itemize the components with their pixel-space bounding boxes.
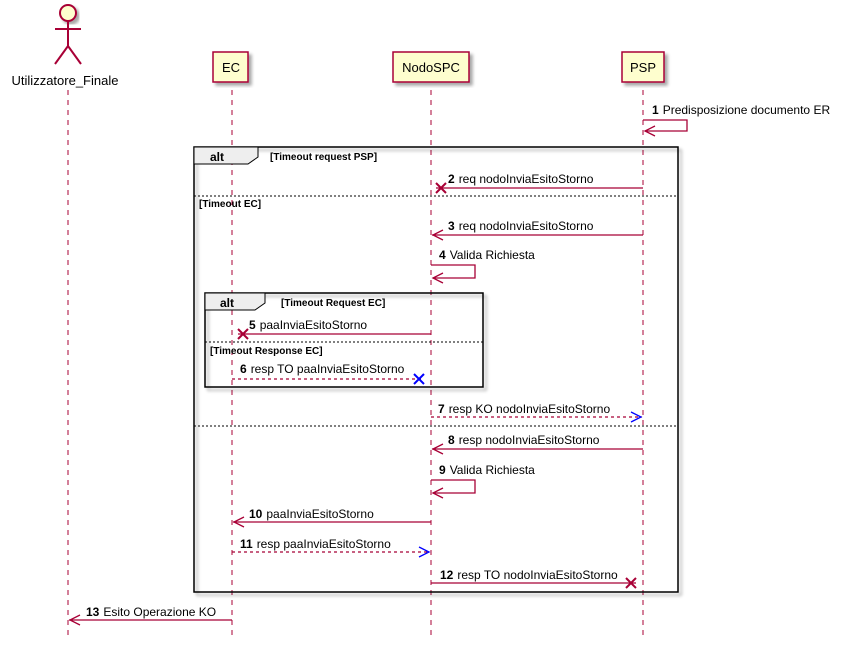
alt-keyword-inner: alt xyxy=(220,296,234,310)
alt-condition-timeout-request-psp: [Timeout request PSP] xyxy=(270,152,377,163)
participant-nodo: NodoSPC xyxy=(392,51,470,83)
participant-label-user: Utilizzatore_Finale xyxy=(12,73,119,88)
actor-icon xyxy=(54,4,82,65)
participant-label-psp: PSP xyxy=(630,60,656,75)
lost-message-x-icon xyxy=(435,182,447,194)
alt-condition-timeout-request-ec: [Timeout Request EC] xyxy=(281,298,385,309)
participant-label-ec: EC xyxy=(222,60,240,75)
lost-message-x-icon xyxy=(625,577,637,589)
alt-condition-timeout-ec: [Timeout EC] xyxy=(199,199,261,210)
lost-message-x-icon xyxy=(413,373,425,385)
alt-group-inner: alt [Timeout Request EC] [Timeout Respon… xyxy=(204,292,484,388)
participant-ec: EC xyxy=(212,51,249,83)
alt-keyword-outer: alt xyxy=(210,150,224,164)
alt-group-outer: alt [Timeout request PSP] [Timeout EC] xyxy=(193,146,679,593)
alt-condition-timeout-response-ec: [Timeout Response EC] xyxy=(210,346,323,357)
participant-psp: PSP xyxy=(621,51,665,83)
participant-label-nodo: NodoSPC xyxy=(402,60,460,75)
lost-message-x-icon xyxy=(237,328,249,340)
